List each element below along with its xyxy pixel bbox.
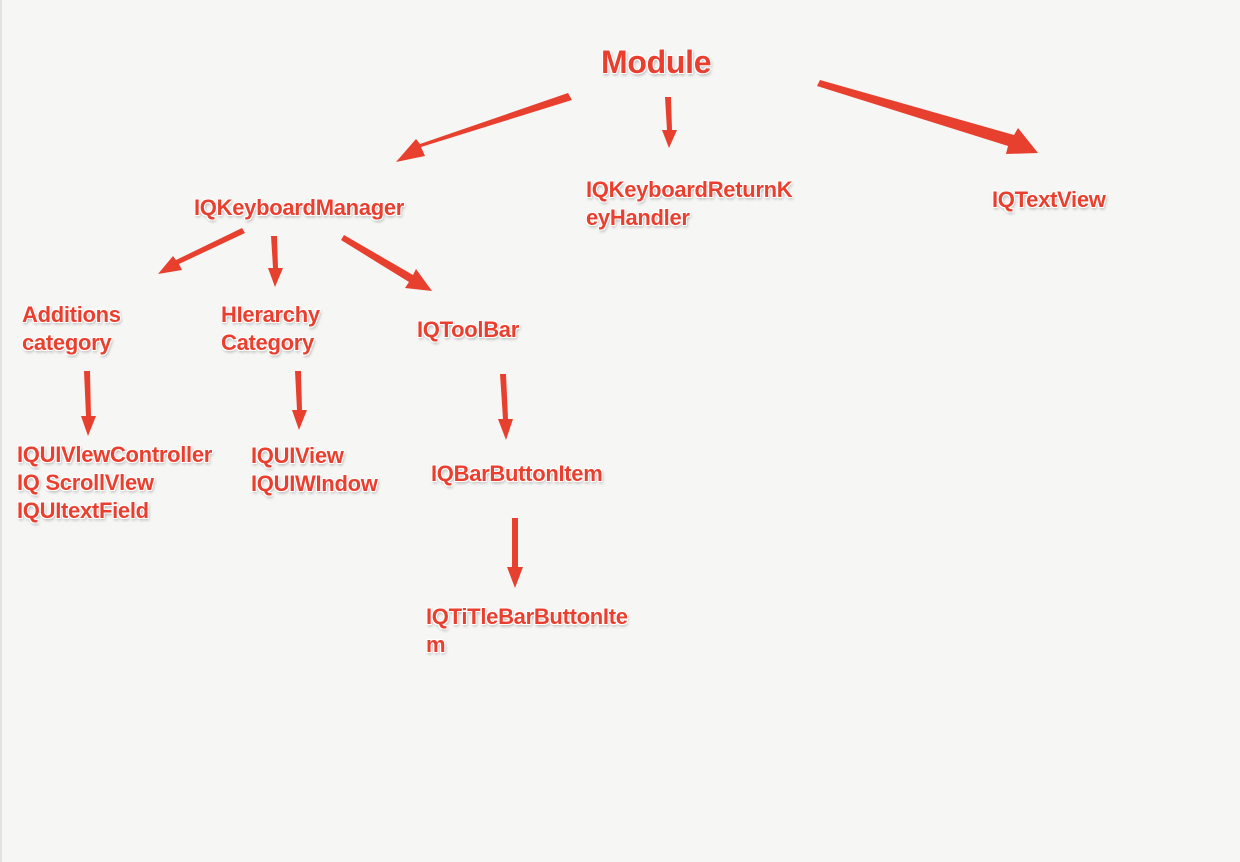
node-bar-button-item: IQBarButtonItem	[431, 460, 603, 488]
node-keyboard-manager-label: IQKeyboardManager	[194, 195, 405, 220]
arrow-toolbar-to-bar-button-item	[498, 374, 513, 440]
arrow-bar-button-item-to-title-bar-button-item	[507, 518, 523, 588]
node-additions-category-line-2: category	[22, 330, 112, 355]
node-title-bar-button-item: IQTiTleBarButtonIte m	[426, 603, 628, 659]
node-hierarchy-category-line-1: HIerarchy	[221, 302, 320, 327]
node-hierarchy-files-line-2: IQUIWIndow	[251, 471, 378, 496]
node-additions-category-line-1: Additions	[22, 302, 121, 327]
arrow-module-to-keyboard-manager	[396, 93, 572, 162]
node-toolbar: IQToolBar	[417, 316, 519, 344]
node-keyboard-manager: IQKeyboardManager	[194, 194, 404, 222]
node-toolbar-label: IQToolBar	[417, 317, 520, 342]
node-hierarchy-category-line-2: Category	[221, 330, 314, 355]
node-title-bar-button-item-line-2: m	[426, 632, 446, 657]
node-text-view-label: IQTextView	[992, 187, 1106, 212]
node-hierarchy-files: IQUIView IQUIWIndow	[251, 442, 378, 498]
node-hierarchy-category: HIerarchy Category	[221, 301, 320, 357]
arrow-module-to-text-view	[817, 80, 1038, 154]
node-text-view: IQTextView	[992, 186, 1106, 214]
node-additions-files-line-3: IQUItextField	[17, 498, 149, 523]
node-hierarchy-files-line-1: IQUIView	[251, 443, 344, 468]
node-bar-button-item-label: IQBarButtonItem	[431, 461, 603, 486]
node-return-key-handler: IQKeyboardReturnK eyHandler	[586, 176, 793, 232]
arrow-keyboard-manager-to-additions	[158, 228, 245, 274]
arrow-keyboard-manager-to-toolbar	[341, 235, 432, 291]
node-module: Module	[601, 44, 711, 80]
arrow-hierarchy-to-files	[292, 371, 307, 430]
node-return-key-handler-line-1: IQKeyboardReturnK	[586, 177, 793, 202]
node-additions-category: Additions category	[22, 301, 121, 357]
arrow-keyboard-manager-to-hierarchy	[268, 236, 283, 287]
node-additions-files: IQUIVlewController IQ ScrollVlew IQUItex…	[17, 441, 212, 525]
node-additions-files-line-2: IQ ScrollVlew	[17, 470, 154, 495]
arrow-module-to-return-key-handler	[662, 97, 677, 148]
node-return-key-handler-line-2: eyHandler	[586, 205, 690, 230]
node-title-bar-button-item-line-1: IQTiTleBarButtonIte	[426, 604, 628, 629]
node-additions-files-line-1: IQUIVlewController	[17, 442, 213, 467]
node-module-label: Module	[601, 44, 712, 80]
arrow-additions-to-files	[81, 371, 96, 436]
